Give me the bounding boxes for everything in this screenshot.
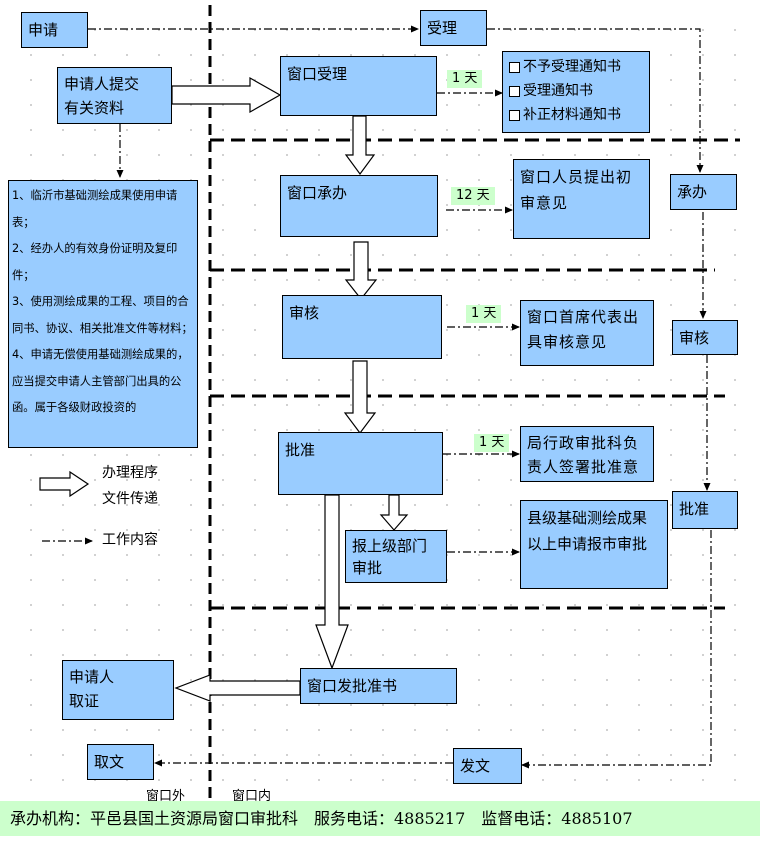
county-level-box: 县级基础测绘成果 以上申请报市审批 — [520, 500, 668, 589]
chief-review-line1: 窗口首席代表出 — [527, 308, 640, 326]
checkbox-icon — [509, 61, 520, 73]
initial-opinion-line2: 审意见 — [520, 194, 569, 212]
block-arrow-issue-to-applicant — [174, 674, 301, 702]
block-arrow-approve-to-issue — [315, 494, 349, 670]
section-chief-line1: 局行政审批科负 — [527, 434, 640, 452]
notice-label: 受理通知书 — [523, 83, 593, 99]
block-arrow-submit-to-accept — [171, 76, 282, 114]
submit-materials-box: 申请人提交 有关资料 — [57, 67, 172, 124]
window-issue-box: 窗口发批准书 — [300, 668, 457, 704]
days-label-accept: 1 天 — [447, 70, 483, 88]
notice-item: 受理通知书 — [509, 79, 643, 103]
window-handle-box: 窗口承办 — [280, 175, 438, 237]
document-item: 2、经办人的有效身份证明及复印件； — [12, 242, 178, 282]
submit-materials-line1: 申请人提交 — [64, 75, 140, 93]
applicant-certificate-line2: 取证 — [69, 692, 100, 710]
footer-contact-bar: 承办机构：平邑县国土资源局窗口审批科 服务电话：4885217 监督电话：488… — [0, 801, 760, 836]
approve-box: 批准 — [278, 432, 443, 495]
take-document-box: 取文 — [87, 744, 154, 780]
accept-box: 受理 — [420, 10, 487, 46]
document-item: 3、使用测绘成果的工程、项目的合同书、协议、相关批准文件等材料； — [12, 295, 193, 335]
report-superior-line1: 报上级部门 — [352, 537, 428, 555]
document-item: 1、临沂市基础测绘成果使用申请表； — [12, 189, 178, 229]
block-arrow-accept-to-handle — [344, 115, 376, 176]
handle-right-box: 承办 — [670, 174, 737, 210]
send-document-box: 发文 — [453, 748, 522, 784]
connector-approve-to-senddoc — [521, 530, 712, 769]
apply-box: 申请 — [21, 12, 88, 48]
review-right-box: 审核 — [672, 320, 738, 355]
county-level-line1: 县级基础测绘成果 — [527, 509, 648, 527]
block-arrow-handle-to-review — [344, 241, 378, 300]
legend-dash-label: 工作内容 — [102, 532, 158, 548]
notices-box: 不予受理通知书 受理通知书 补正材料通知书 — [502, 51, 650, 133]
applicant-certificate-line1: 申请人 — [69, 668, 115, 686]
notice-item: 补正材料通知书 — [509, 103, 643, 127]
chief-review-box: 窗口首席代表出 具审核意见 — [520, 300, 654, 366]
chief-review-line2: 具审核意见 — [527, 333, 608, 351]
submit-materials-line2: 有关资料 — [64, 99, 125, 117]
legend-arrow-line2: 文件传递 — [102, 491, 158, 507]
initial-opinion-box: 窗口人员提出初 审意见 — [513, 159, 650, 239]
notice-item: 不予受理通知书 — [509, 55, 643, 79]
section-chief-box: 局行政审批科负 责人签署批准意 — [520, 426, 654, 482]
notice-label: 补正材料通知书 — [523, 107, 621, 123]
report-superior-box: 报上级部门 审批 — [345, 530, 447, 583]
initial-opinion-line1: 窗口人员提出初 — [520, 168, 633, 186]
document-item: 4、申请无偿使用基础测绘成果的，应当提交申请人主管部门出具的公函。属于各级财政投… — [12, 348, 189, 414]
section-chief-line2: 责人签署批准意 — [527, 458, 640, 476]
county-level-line2: 以上申请报市审批 — [527, 535, 648, 553]
connector-accept-to-handle — [487, 28, 704, 173]
legend-arrow-label: 办理程序 文件传递 — [102, 463, 158, 509]
block-arrow-approve-to-report — [379, 494, 409, 531]
block-arrow-review-to-approve — [343, 360, 377, 434]
approve-right-box: 批准 — [672, 491, 738, 529]
legend-arrow-line1: 办理程序 — [102, 465, 158, 481]
checkbox-icon — [509, 85, 520, 97]
report-superior-line2: 审批 — [352, 559, 383, 577]
review-box: 审核 — [282, 295, 442, 359]
legend-block-arrow — [39, 470, 90, 498]
required-documents-box: 1、临沂市基础测绘成果使用申请表； 2、经办人的有效身份证明及复印件； 3、使用… — [8, 180, 198, 448]
days-label-approve: 1 天 — [474, 434, 510, 452]
window-accept-box: 窗口受理 — [280, 56, 437, 116]
days-label-review: 1 天 — [466, 305, 502, 323]
days-label-handle: 12 天 — [451, 187, 495, 205]
notice-label: 不予受理通知书 — [523, 59, 621, 75]
applicant-certificate-box: 申请人 取证 — [62, 660, 174, 720]
checkbox-icon — [509, 109, 520, 121]
